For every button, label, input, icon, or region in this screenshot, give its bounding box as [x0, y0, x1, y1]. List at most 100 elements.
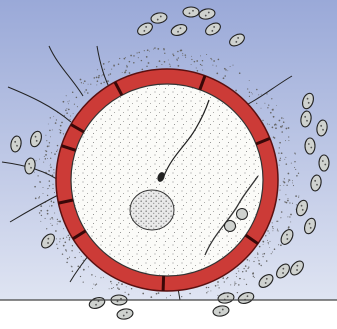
corona-dot [279, 147, 280, 148]
corona-dot [217, 285, 218, 286]
corona-dot [96, 84, 97, 85]
corona-dot [252, 93, 253, 94]
corona-dot [149, 51, 150, 52]
corona-dot [264, 253, 266, 255]
corona-dot [109, 61, 110, 62]
corona-dot [258, 260, 259, 261]
corona-dot [131, 288, 132, 289]
corona-dot [277, 230, 278, 231]
zona-channel [163, 276, 164, 291]
corona-dot [63, 238, 64, 239]
corona-dot [69, 239, 71, 241]
corona-dot [107, 80, 109, 82]
corona-dot [154, 47, 155, 48]
corona-dot [256, 103, 257, 104]
corona-dot [266, 260, 268, 262]
corona-dot [88, 266, 89, 267]
corona-dot [280, 185, 281, 186]
corona-dot [129, 61, 131, 63]
corona-dot [267, 107, 268, 108]
corona-dot [269, 233, 270, 234]
corona-dot [53, 202, 55, 204]
corona-dot [275, 127, 277, 129]
corona-dot [146, 56, 148, 58]
corona-dot [206, 54, 207, 55]
corona-dot [45, 154, 47, 156]
corona-dot [52, 225, 53, 226]
corona-dot [95, 284, 96, 285]
corona-dot [92, 288, 93, 289]
corona-dot [129, 72, 131, 74]
corona-dot [279, 120, 281, 122]
corona-dot [111, 283, 112, 284]
corona-dot [43, 162, 44, 163]
corona-dot [118, 63, 119, 64]
corona-dot [69, 100, 70, 101]
corona-dot [50, 167, 51, 168]
corona-dot [114, 64, 115, 65]
corona-dot [216, 65, 217, 66]
corona-dot [68, 103, 69, 104]
corona-dot [212, 65, 213, 66]
corona-dot [50, 117, 51, 118]
corona-dot [277, 221, 278, 222]
corona-dot [87, 92, 89, 94]
corona-dot [72, 92, 74, 94]
corona-dot [173, 55, 175, 57]
corona-dot [224, 281, 225, 282]
corona-dot [276, 221, 277, 222]
corona-dot [247, 88, 248, 89]
corona-dot [227, 277, 228, 278]
corona-dot [288, 226, 290, 228]
corona-dot [206, 292, 207, 293]
corona-dot [269, 124, 270, 125]
corona-dot [164, 61, 166, 63]
corona-dot [288, 179, 290, 181]
corona-dot [94, 77, 96, 79]
corona-dot [43, 187, 44, 188]
corona-dot [59, 241, 60, 242]
corona-dot [47, 213, 49, 215]
corona-dot [125, 57, 126, 58]
corona-dot [51, 152, 52, 153]
corona-dot [282, 125, 283, 126]
corona-dot [245, 270, 247, 272]
corona-dot [83, 260, 84, 261]
corona-dot [208, 287, 209, 288]
corona-dot [217, 281, 219, 283]
corona-dot [63, 101, 65, 103]
corona-dot [50, 165, 51, 166]
corona-dot [161, 64, 162, 65]
corona-dot [267, 230, 268, 231]
corona-dot [57, 219, 58, 220]
corona-dot [47, 146, 49, 148]
corona-dot [234, 282, 235, 283]
corona-dot [213, 60, 215, 62]
corona-dot [170, 66, 171, 67]
corona-dot [240, 278, 241, 279]
polar-body [237, 209, 248, 220]
corona-dot [282, 127, 283, 128]
corona-dot [251, 92, 252, 93]
corona-dot [141, 60, 142, 61]
corona-dot [211, 59, 212, 60]
corona-dot [292, 180, 293, 181]
corona-dot [116, 284, 118, 286]
corona-dot [153, 49, 154, 50]
corona-dot [269, 247, 270, 248]
corona-dot [279, 159, 281, 161]
corona-dot [191, 64, 192, 65]
corona-dot [170, 65, 171, 66]
corona-dot [283, 121, 285, 123]
corona-dot [45, 218, 46, 219]
corona-dot [48, 188, 49, 189]
corona-dot [286, 185, 287, 186]
corona-dot [283, 181, 284, 182]
corona-dot [57, 221, 58, 222]
corona-dot [65, 249, 66, 250]
corona-dot [289, 202, 290, 203]
corona-dot [138, 57, 139, 58]
corona-dot [185, 54, 187, 56]
corona-dot [283, 118, 284, 119]
corona-dot [191, 59, 192, 60]
